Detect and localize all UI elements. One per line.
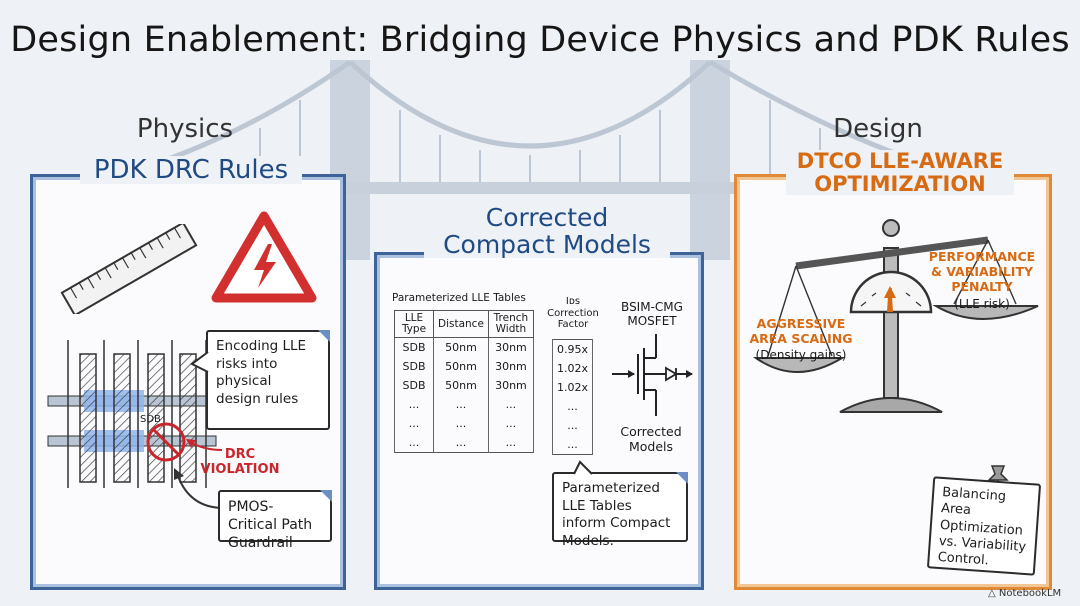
correction-factor-header: Iᴅs Correction Factor xyxy=(547,296,599,330)
ruler-icon xyxy=(60,224,198,314)
mosfet-symbol-icon xyxy=(612,334,693,416)
table-row: ... xyxy=(551,416,594,435)
lle-table-title: Parameterized LLE Tables xyxy=(392,292,526,304)
brand-footer: △ NotebookLM xyxy=(988,588,1061,599)
violation-arrow-icon xyxy=(186,439,223,451)
dtco-title-line1: DTCO LLE-AWARE xyxy=(796,149,1004,173)
encoding-lle-text: Encoding LLE risks into physical design … xyxy=(216,338,307,407)
sdb-label: SDB xyxy=(140,414,161,425)
lle-table-header: Trench Width xyxy=(487,309,534,339)
lle-risk-label: (LLE risk) xyxy=(954,297,1010,311)
table-row: 0.95x xyxy=(551,339,594,359)
compact-models-title: Corrected Compact Models xyxy=(424,204,670,258)
layout-drawing xyxy=(47,340,217,488)
physics-heading: Physics xyxy=(136,114,234,144)
dtco-title-line2: OPTIMIZATION xyxy=(814,171,986,196)
guardrail-text: PMOS-Critical Path Guardrail xyxy=(228,499,313,552)
table-row: ......... xyxy=(394,433,534,453)
bsim-cmg-label: BSIM-CMG MOSFET xyxy=(621,300,683,329)
lle-table-header: Distance xyxy=(433,309,489,339)
aggressive-scaling-label: AGGRESSIVE AREA SCALING xyxy=(749,316,853,346)
corrected-models-label: Corrected Models xyxy=(620,424,682,454)
table-row: 1.02x xyxy=(551,378,594,397)
compact-models-title-line1: Corrected xyxy=(485,203,609,232)
pdk-drc-title: PDK DRC Rules xyxy=(80,156,302,184)
table-row: ......... xyxy=(394,414,534,434)
balance-scale-icon xyxy=(752,219,1039,413)
encoding-lle-callout: Encoding LLE risks into physical design … xyxy=(206,330,330,430)
guardrail-arrow-icon xyxy=(174,468,225,509)
balancing-note-text: Balancing Area Optimization vs. Variabil… xyxy=(937,485,1027,569)
density-gains-label: (Density gains) xyxy=(755,348,847,362)
table-row: ... xyxy=(551,397,594,416)
table-row: ......... xyxy=(394,395,534,415)
high-voltage-warning-icon xyxy=(211,211,317,303)
correction-factor-table: 0.95x 1.02x 1.02x ... ... ... xyxy=(551,339,594,455)
callout-pointer xyxy=(573,460,593,475)
lle-table-header: LLE Type xyxy=(394,309,434,339)
callout-pointer xyxy=(190,351,209,373)
brand-label: NotebookLM xyxy=(998,588,1062,599)
lle-inform-text: Parameterized LLE Tables inform Compact … xyxy=(562,480,671,549)
table-row: ... xyxy=(551,435,594,455)
table-row: 1.02x xyxy=(551,359,594,378)
notebooklm-logo-icon: △ xyxy=(988,588,996,599)
guardrail-callout: PMOS-Critical Path Guardrail xyxy=(218,490,332,551)
page-title: Design Enablement: Bridging Device Physi… xyxy=(10,20,1070,60)
dtco-title: DTCO LLE-AWARE OPTIMIZATION xyxy=(786,149,1014,196)
performance-penalty-label: PERFORMANCE & VARIABILITY PENALTY xyxy=(928,249,1036,294)
design-heading: Design xyxy=(833,114,923,144)
balancing-note: Balancing Area Optimization vs. Variabil… xyxy=(926,476,1042,576)
compact-models-title-line2: Compact Models xyxy=(443,230,651,259)
lle-inform-callout: Parameterized LLE Tables inform Compact … xyxy=(552,472,688,549)
drc-violation-label: DRC VIOLATION xyxy=(200,447,280,477)
